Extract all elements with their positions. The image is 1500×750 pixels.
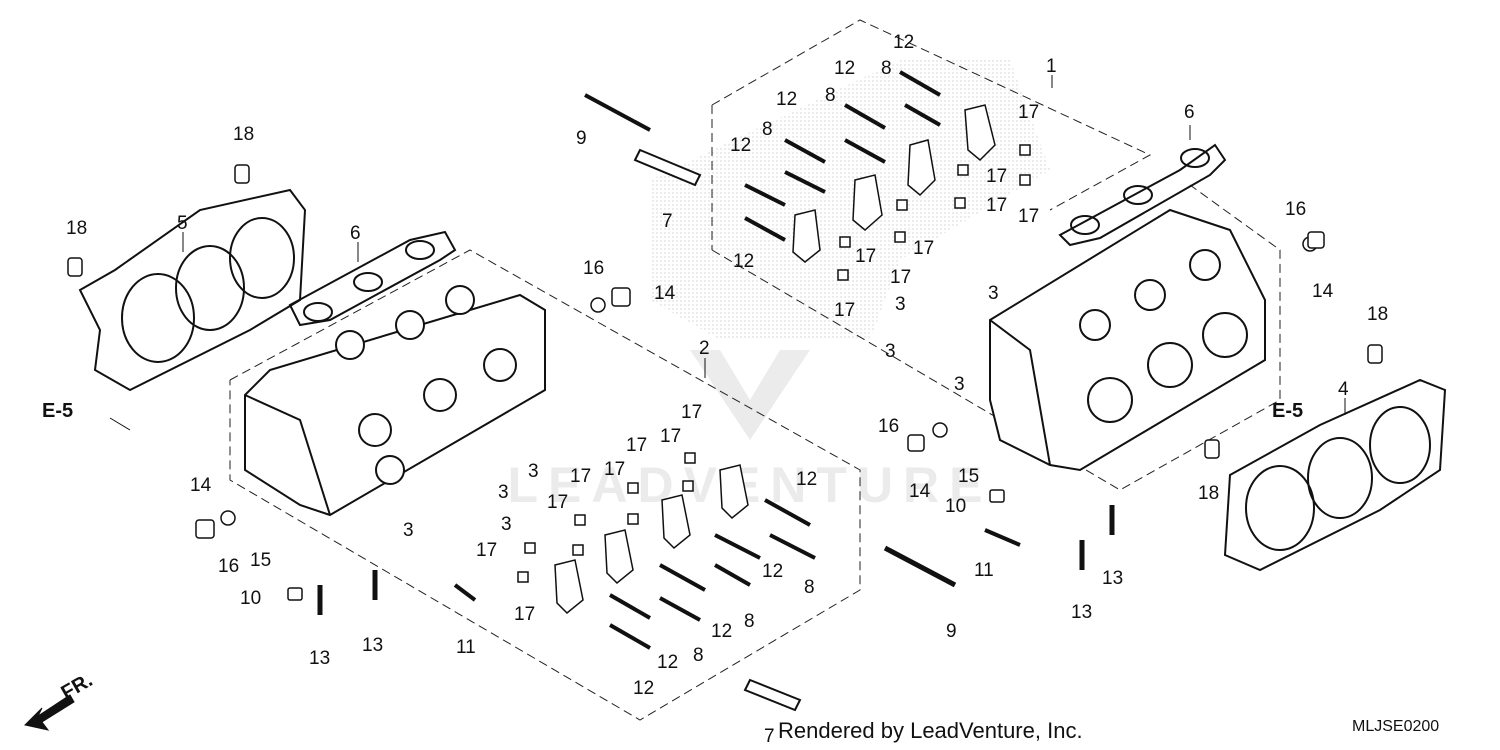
callout-13: 13 [309,648,330,669]
callout-11: 11 [974,560,994,581]
callout-14: 14 [654,283,676,304]
reference-e5-left: E-5 [42,400,73,422]
diagram-code: MLJSE0200 [1352,718,1440,735]
callout-12: 12 [633,678,654,699]
callout-17: 17 [626,435,647,456]
callout-17: 17 [604,459,625,480]
callout-13: 13 [362,635,383,656]
callout-6: 6 [350,223,361,244]
callout-8: 8 [881,58,892,79]
callout-8: 8 [744,611,755,632]
callout-18: 18 [233,124,254,145]
callout-12: 12 [733,251,754,272]
callout-17: 17 [986,195,1007,216]
callout-8: 8 [762,119,773,140]
callout-6: 6 [1184,102,1195,123]
callout-14: 14 [1312,281,1334,302]
callout-12: 12 [776,89,797,110]
callout-3: 3 [403,520,414,541]
callout-5: 5 [177,213,188,234]
callout-11: 11 [456,637,476,658]
gasket-5 [78,188,307,392]
callout-18: 18 [66,218,87,239]
callout-12: 12 [657,652,678,673]
callout-10: 10 [945,496,966,517]
callout-17: 17 [476,540,497,561]
callout-3: 3 [988,283,999,304]
callout-14: 14 [190,475,212,496]
callout-7: 7 [662,211,673,232]
callout-13: 13 [1071,602,1092,623]
callout-3: 3 [895,294,906,315]
callout-12: 12 [796,469,817,490]
gasket-6-right [1058,143,1227,247]
callout-12: 12 [834,58,855,79]
callout-17: 17 [986,166,1007,187]
callout-8: 8 [693,645,704,666]
callout-17: 17 [1018,206,1039,227]
callout-17: 17 [681,402,702,423]
cylinder-head-right [989,208,1266,472]
callout-2: 2 [699,338,710,359]
callout-17: 17 [913,238,934,259]
callout-17: 17 [834,300,855,321]
callout-13: 13 [1102,568,1123,589]
reference-e5-right: E-5 [1272,400,1303,422]
assembly-outline-right [711,19,1281,491]
callout-3: 3 [954,374,965,395]
callout-9: 9 [946,621,957,642]
callout-16: 16 [218,556,239,577]
callout-15: 15 [250,550,271,571]
callout-14: 14 [909,481,931,502]
stipple-background [650,60,1050,340]
gasket-4 [1223,378,1447,572]
callout-17: 17 [1018,102,1039,123]
callout-15: 15 [958,466,979,487]
callout-18: 18 [1198,483,1219,504]
callout-12: 12 [730,135,751,156]
leader-lines [109,75,1346,431]
callout-9: 9 [576,128,587,149]
callout-17: 17 [514,604,535,625]
callout-16: 16 [878,416,899,437]
callout-12: 12 [762,561,783,582]
callout-4: 4 [1338,379,1349,400]
assembly-outline-left [229,249,861,721]
front-arrow-icon [23,694,75,731]
callout-17: 17 [547,492,568,513]
callout-8: 8 [804,577,815,598]
bolts [317,70,1115,650]
cam-holders [554,104,996,615]
callout-16: 16 [1285,199,1306,220]
callout-16: 16 [583,258,604,279]
callout-12: 12 [893,32,914,53]
callout-3: 3 [498,482,509,503]
cylinder-head-left [244,285,546,517]
gasket-6-left [288,230,457,327]
callout-1: 1 [1046,56,1057,77]
callout-7: 7 [764,726,775,747]
credit-text: Rendered by LeadVenture, Inc. [778,718,1083,743]
callout-17: 17 [570,466,591,487]
dowel-pins [67,144,1383,601]
callout-17: 17 [855,246,876,267]
callout-3: 3 [885,341,896,362]
callout-17: 17 [660,426,681,447]
callout-3: 3 [528,461,539,482]
callout-3: 3 [501,514,512,535]
callout-18: 18 [1367,304,1388,325]
callout-17: 17 [890,267,911,288]
callout-12: 12 [711,621,732,642]
callout-10: 10 [240,588,261,609]
callout-8: 8 [825,85,836,106]
spark-plugs [633,148,802,712]
